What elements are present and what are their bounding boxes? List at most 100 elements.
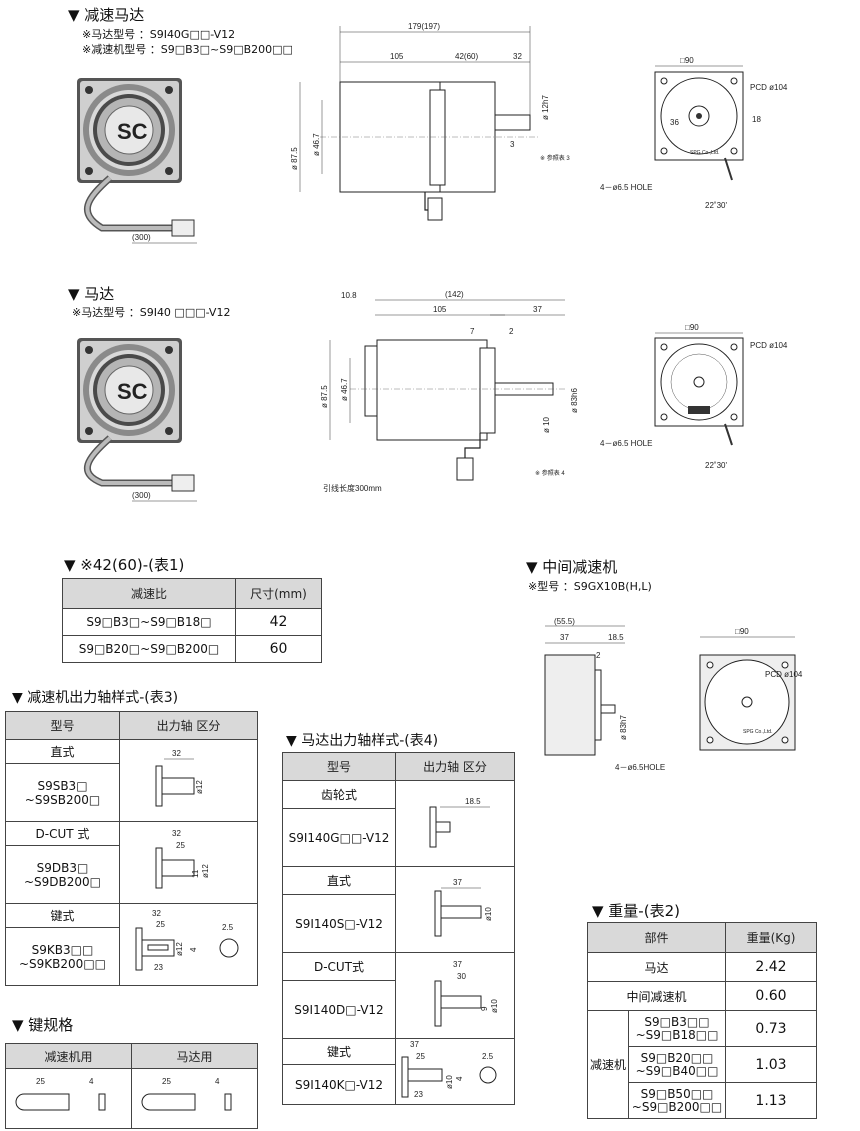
gear-motor-photo: SC (300) <box>77 78 197 244</box>
dim-hole-i: 4－ø6.5HOLE <box>615 763 665 772</box>
dim-shaft-12: ø 12h7 <box>541 95 550 120</box>
table1-cell: 42 <box>235 608 322 636</box>
dim-t3-4: 4 <box>189 947 198 952</box>
dim-3: 3 <box>510 140 515 149</box>
dim-t4-37: 37 <box>453 960 462 969</box>
table4-model: S9I140D□-V12 <box>282 980 396 1039</box>
table2-model: S9□B20□□ ~S9□B40□□ <box>628 1046 726 1083</box>
dim-t4-25: 25 <box>416 1052 425 1061</box>
intermediate-front-view: □90 PCD ø104 SPG Co.,Ltd. 4－ø6.5HOLE <box>615 627 803 772</box>
dim-37: 37 <box>533 305 542 314</box>
dim-t3-12: ø12 <box>201 864 210 878</box>
table3-model: S9SB3□ ~S9SB200□ <box>5 763 120 822</box>
dim-55-5: (55.5) <box>554 617 575 626</box>
dim-18-5-i: 18.5 <box>608 633 624 642</box>
table1-title: ▼ ※42(60)-(表1) <box>64 556 185 574</box>
dim-t4-23: 23 <box>414 1090 423 1099</box>
table4-header-model: 型号 <box>282 752 396 781</box>
dim-hole-2: 4－ø6.5 HOLE <box>600 439 652 448</box>
dim-300: (300) <box>132 233 151 242</box>
shaft-key-drawing: 32 25 23 ø12 4 2.5 <box>119 903 258 986</box>
table2-model: S9□B50□□ ~S9□B200□□ <box>628 1082 726 1119</box>
dim-t4-9: 9 <box>480 1006 489 1011</box>
dim-t3-32: 32 <box>152 909 161 918</box>
table4-type: 直式 <box>282 866 396 895</box>
dim-32: 32 <box>513 52 522 61</box>
dim-total: 179(197) <box>408 22 440 31</box>
dim-t4-4: 4 <box>455 1076 464 1081</box>
ref-table4: ※ 参照表 4 <box>535 469 565 477</box>
table2-weight: 0.73 <box>725 1010 817 1047</box>
dim-87-5-2: ø 87.5 <box>320 385 329 408</box>
dim-t3-11: 11 <box>191 869 200 878</box>
table3-header-model: 型号 <box>5 711 120 740</box>
keyspec-header-gearbox: 减速机用 <box>5 1043 132 1069</box>
dim-k-25: 25 <box>36 1077 45 1086</box>
dim-t3-32: 32 <box>172 749 181 758</box>
intermediate-title: ▼ 中间减速机 <box>526 558 618 576</box>
dim-18: 18 <box>752 115 761 124</box>
dim-t3-12: ø12 <box>175 942 184 956</box>
gear-motor-title: ▼ 减速马达 <box>68 6 145 24</box>
table2-header-part: 部件 <box>587 922 726 953</box>
dim-t4-37: 37 <box>410 1040 419 1049</box>
dim-10-8: 10.8 <box>341 291 357 300</box>
dim-300-2: (300) <box>132 491 151 500</box>
table2-weight: 1.03 <box>725 1046 817 1083</box>
keyspec-header-motor: 马达用 <box>131 1043 258 1069</box>
dim-7: 7 <box>470 327 475 336</box>
table1-cell: 60 <box>235 635 322 663</box>
table2-header-weight: 重量(Kg) <box>725 922 817 953</box>
dim-angle: 22˚30' <box>705 201 727 210</box>
gear-motor-motor-model: ※马达型号 ：S9I40G□□-V12 <box>82 28 236 41</box>
table3-model: S9DB3□ ~S9DB200□ <box>5 845 120 904</box>
table1-cell: S9□B20□~S9□B200□ <box>62 635 236 663</box>
brand-text-i: SPG Co.,Ltd. <box>743 729 772 735</box>
lead-length: 引线长度300mm <box>323 483 382 493</box>
table3-model: S9KB3□□ ~S9KB200□□ <box>5 927 120 986</box>
dim-t4-37: 37 <box>453 878 462 887</box>
dim-46-7: ø 46.7 <box>312 133 321 156</box>
dim-t4-10: ø10 <box>490 999 499 1013</box>
table2-title: ▼ 重量-(表2) <box>592 902 680 920</box>
sc-logo-2: SC <box>117 379 148 404</box>
dim-t3-25: 25 <box>156 920 165 929</box>
dim-105: 105 <box>390 52 404 61</box>
table2-part: 中间减速机 <box>587 981 726 1011</box>
table1: 减速比尺寸(mm) S9□B3□~S9□B18□42 S9□B20□~S9□B2… <box>62 578 322 663</box>
table1-header-size: 尺寸(mm) <box>235 578 322 609</box>
table4-model: S9I140S□-V12 <box>282 894 396 953</box>
sc-logo: SC <box>117 119 148 144</box>
table3-title: ▼ 减速机出力轴样式-(表3) <box>12 690 179 706</box>
table2-weight: 2.42 <box>725 952 817 982</box>
table4-model: S9I140G□□-V12 <box>282 808 396 867</box>
table3-header-shaft: 出力轴 区分 <box>119 711 258 740</box>
dim-t3-23: 23 <box>154 963 163 972</box>
dim-87-5: ø 87.5 <box>290 147 299 170</box>
gear-motor-side-view: 179(197) 105 42(60) 32 ø 87.5 ø 46.7 ø 1… <box>290 22 570 221</box>
dim-37-i: 37 <box>560 633 569 642</box>
table4-type: D-CUT式 <box>282 952 396 981</box>
table4-model: S9I140K□-V12 <box>282 1064 396 1105</box>
table2-part: 马达 <box>587 952 726 982</box>
dim-sq90-2: □90 <box>685 323 699 332</box>
dim-t3-2-5: 2.5 <box>222 923 234 932</box>
dim-sq90-i: □90 <box>735 627 749 636</box>
table2-weight: 0.60 <box>725 981 817 1011</box>
motor-side-view: 10.8 (142) 105 37 7 2 ø 87.5 ø 46.7 ø 10… <box>320 290 579 493</box>
dim-105-2: 105 <box>433 305 447 314</box>
dim-k-4: 4 <box>215 1077 220 1086</box>
table3-type: 直式 <box>5 739 120 764</box>
table2-model: S9□B3□□ ~S9□B18□□ <box>628 1010 726 1047</box>
dim-142: (142) <box>445 290 464 299</box>
gear-motor-front-view: □90 36 18 PCD ø104 SPG Co.,Ltd. 4－ø6.5 H… <box>600 56 788 210</box>
